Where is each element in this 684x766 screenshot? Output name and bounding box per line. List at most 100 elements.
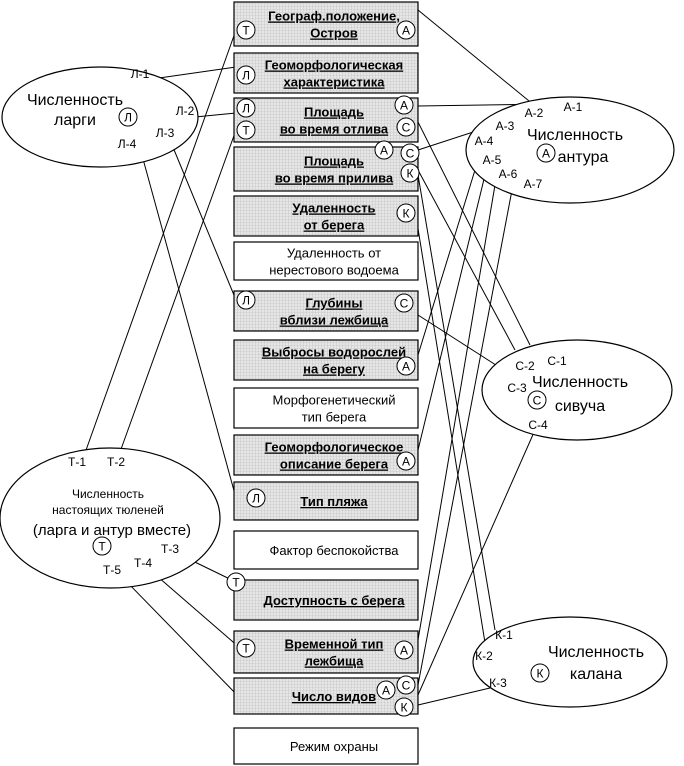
factor-box-frame [233, 630, 419, 674]
port-label: А-4 [475, 134, 494, 148]
factor-label: Доступность с берега [264, 593, 406, 608]
port-label: С-1 [547, 354, 567, 368]
marker-letter: А [402, 455, 410, 469]
marker-letter: Т [242, 24, 250, 38]
species-title: Численность [527, 127, 623, 144]
marker-circle [226, 572, 246, 592]
species-title: (ларга и антур вместе) [33, 522, 191, 539]
marker-letter: А [402, 360, 410, 374]
marker-circle [400, 163, 420, 183]
type-marker: Л [246, 488, 266, 508]
species-code-circle [527, 390, 547, 410]
marker-circle [394, 95, 414, 115]
type-marker: Л [236, 290, 256, 310]
species-title: настоящих тюленей [52, 503, 164, 517]
factor-box-frame [233, 434, 419, 476]
factor-label: Фактор беспокойства [270, 543, 400, 558]
type-marker: А [396, 20, 416, 40]
factor-label: Площадь [304, 154, 364, 169]
species-code: С [533, 394, 542, 408]
connector-line [139, 147, 237, 499]
factor-label: Морфогенетический [273, 393, 396, 408]
marker-letter: А [400, 99, 408, 113]
tyuleni-ellipse [0, 447, 221, 589]
factor-label: лежбища [305, 654, 365, 669]
port-label: С-3 [507, 381, 527, 395]
marker-circle [396, 675, 416, 695]
port-label: Т-5 [103, 563, 121, 577]
marker-circle [236, 290, 256, 310]
factor-label: Географ.положение, [268, 9, 400, 24]
type-marker: А [396, 356, 416, 376]
factor-label: Остров [310, 26, 358, 41]
port-label: А-3 [496, 119, 515, 133]
species-title: Численность [532, 374, 628, 391]
port-label: К-1 [495, 628, 513, 642]
species-title: ларги [54, 112, 96, 129]
port-label: А-7 [524, 177, 543, 191]
type-marker: С [400, 143, 420, 163]
connector-line [124, 579, 241, 699]
larga-ellipse [1, 66, 199, 168]
factor-box-frame [233, 97, 419, 143]
factor-box: Режим охраны [233, 727, 419, 765]
marker-circle [394, 640, 414, 660]
marker-letter: К [401, 701, 408, 715]
factor-box-frame [233, 579, 419, 621]
factor-box: Удаленность от берега [233, 195, 419, 237]
marker-circle [394, 293, 414, 313]
marker-circle [394, 697, 414, 717]
connector-line [417, 687, 491, 706]
connector-line [417, 9, 541, 111]
port-label: А-6 [499, 167, 518, 181]
factor-label: Число видов [292, 689, 376, 704]
port-label: А-5 [483, 153, 502, 167]
type-marker: С [394, 293, 414, 313]
antur-ellipse [465, 96, 675, 204]
factor-label: вблизи лежбища [280, 313, 389, 328]
marker-letter: А [382, 684, 390, 698]
type-marker: К [394, 697, 414, 717]
marker-letter: С [402, 679, 411, 693]
port-label: Л-2 [176, 104, 195, 118]
factor-box-frame [233, 387, 419, 429]
factor-label: от берега [304, 218, 365, 233]
factor-box-frame [233, 530, 419, 570]
species-code: К [537, 667, 544, 681]
species-code: А [542, 147, 550, 161]
port-label: Т-4 [134, 556, 152, 570]
marker-letter: Л [242, 69, 250, 83]
marker-circle [236, 65, 256, 85]
sivuch-ellipse [481, 339, 673, 441]
marker-letter: К [403, 207, 410, 221]
factor-label: Режим охраны [290, 739, 378, 754]
marker-circle [396, 117, 416, 137]
marker-circle [376, 680, 396, 700]
port-label: К-2 [475, 649, 493, 663]
port-label: Т-3 [161, 542, 179, 556]
factor-box: Фактор беспокойства [233, 530, 419, 570]
species-code: Т [98, 540, 106, 554]
factor-box-frame [233, 1, 419, 47]
species-title: Численность [548, 644, 644, 661]
factor-label: во время отлива [280, 122, 389, 137]
type-marker: С [396, 675, 416, 695]
type-marker: А [376, 680, 396, 700]
marker-letter: С [400, 297, 409, 311]
species-title: калана [570, 666, 622, 683]
factor-label: Удаленность [292, 201, 375, 216]
species-code-circle [530, 663, 550, 683]
marker-circle [400, 143, 420, 163]
port-label: А-2 [525, 106, 544, 120]
species-title: Численность [27, 92, 123, 109]
species-code: Л [124, 111, 132, 125]
port-label: Т-1 [68, 455, 86, 469]
